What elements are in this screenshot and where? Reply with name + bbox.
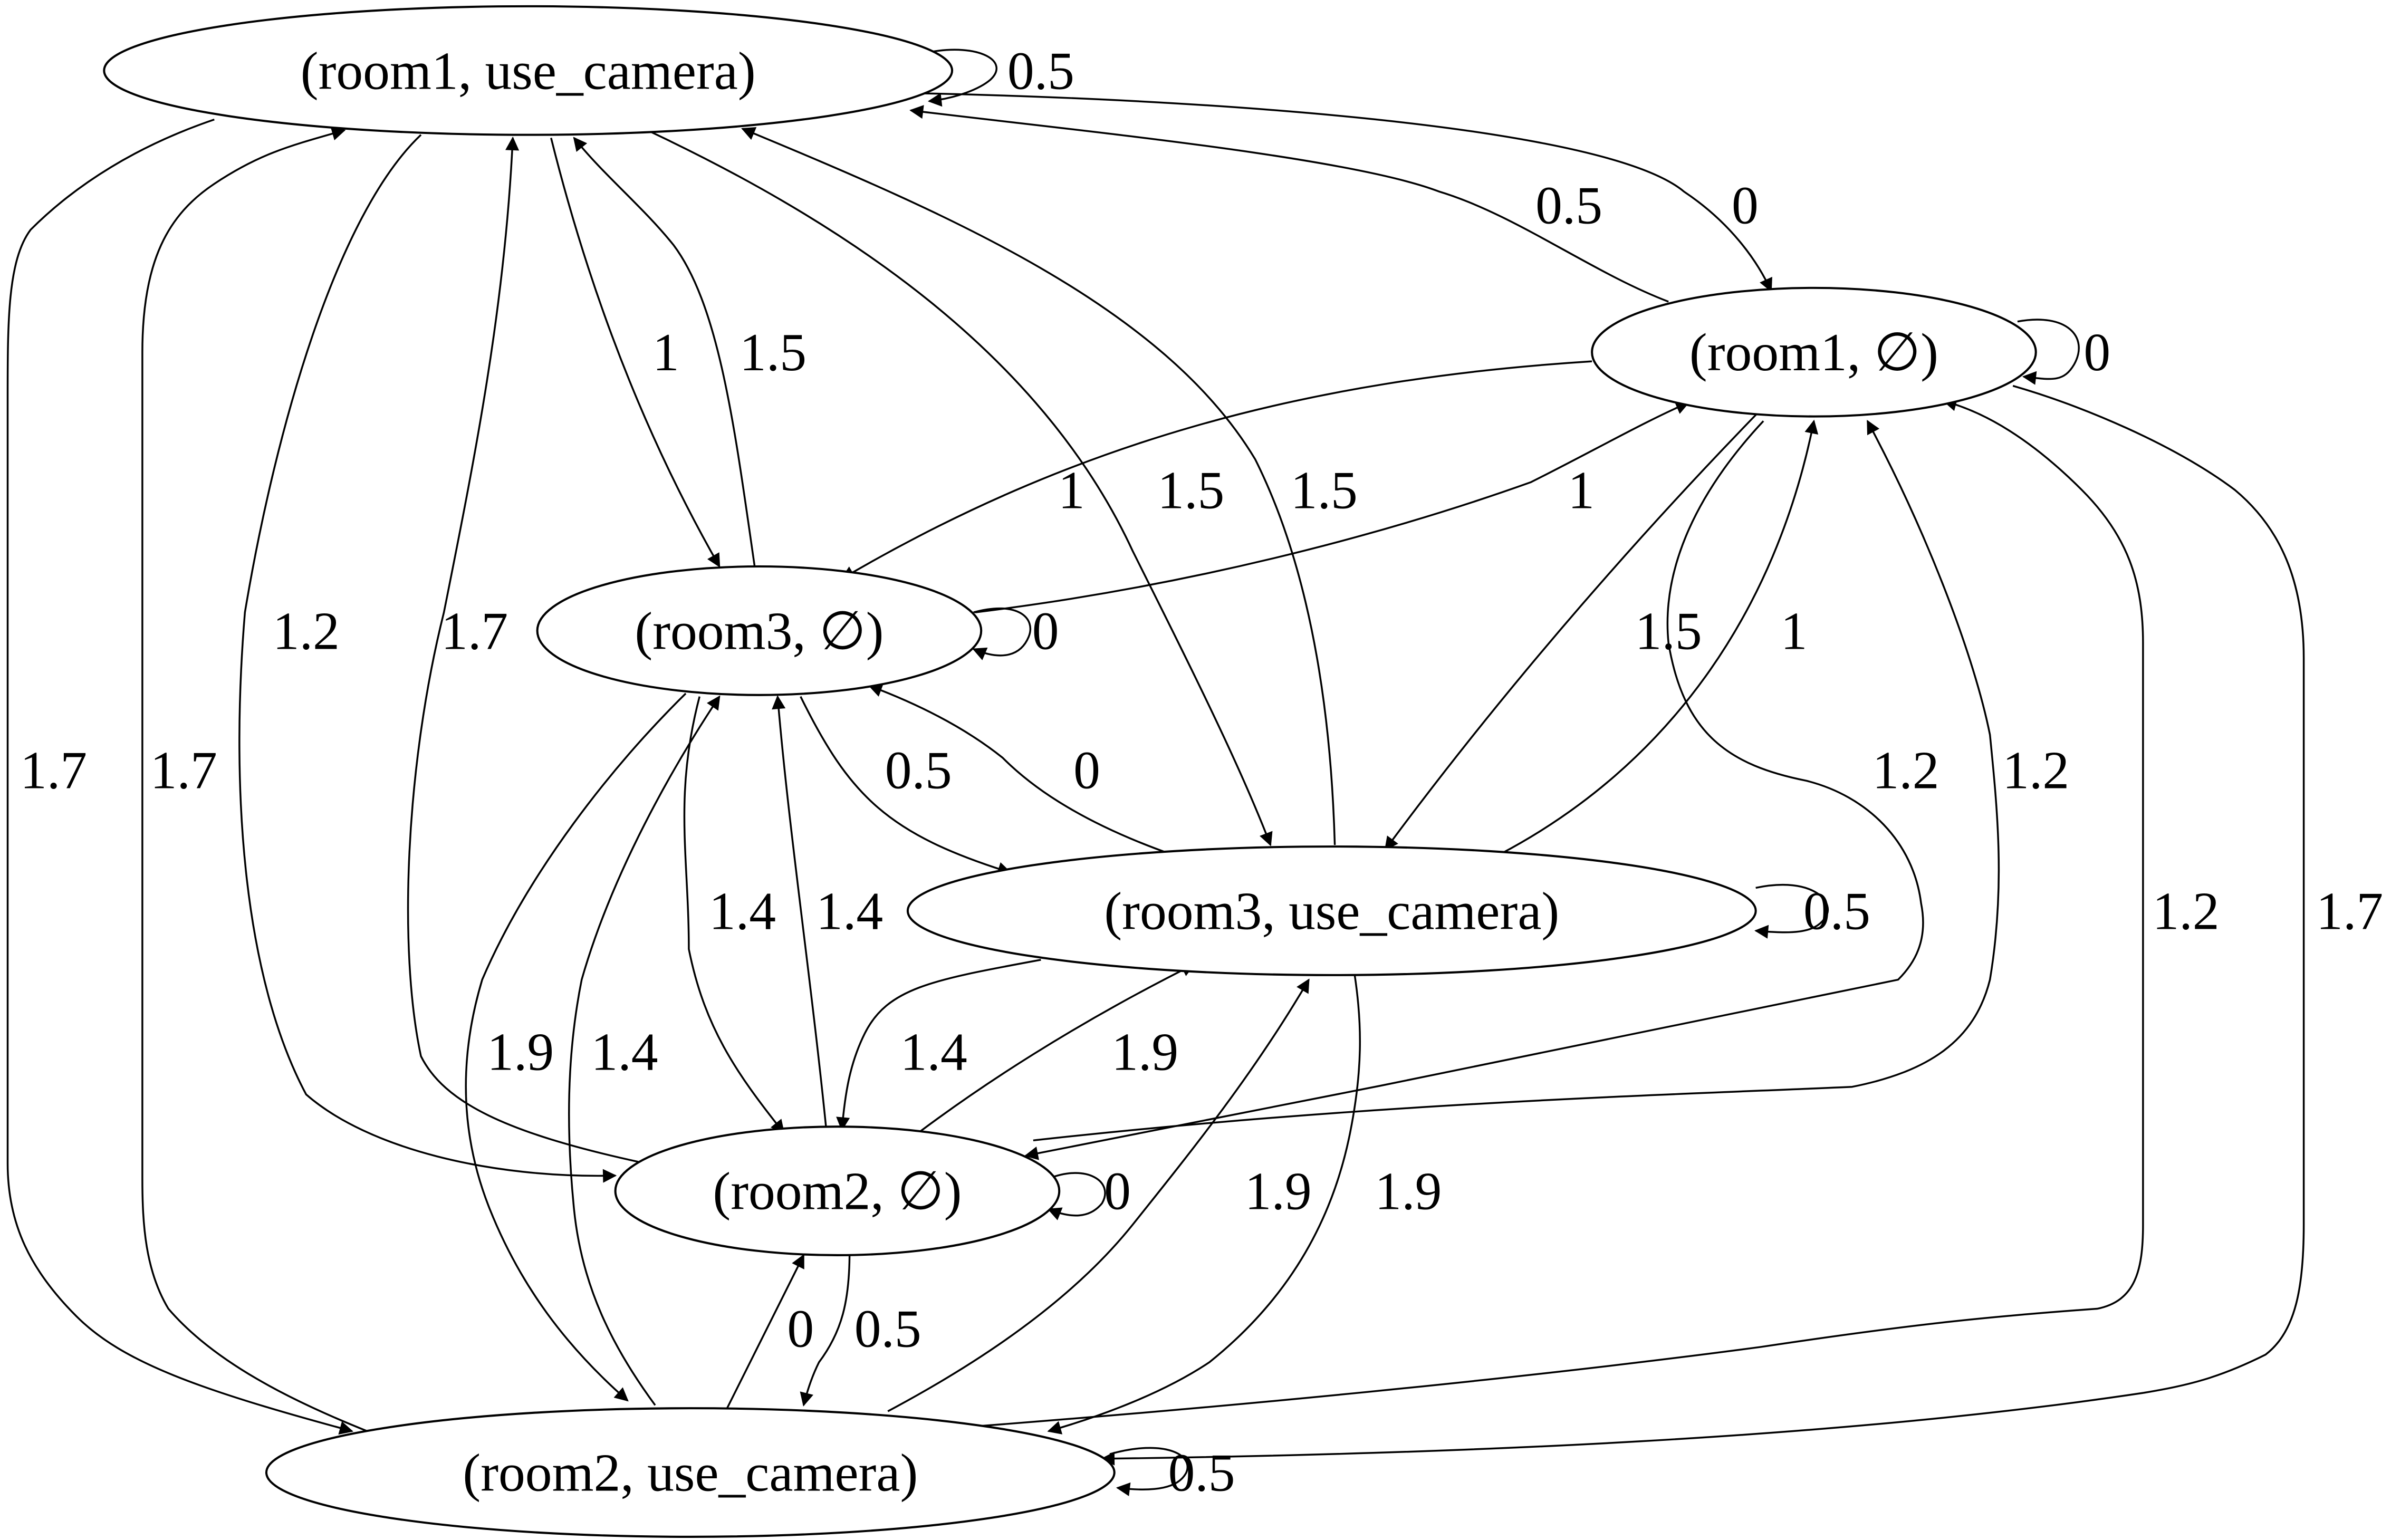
edge-weight-label: 1.7	[2316, 881, 2383, 940]
node-ellipse	[614, 1125, 1061, 1256]
edge-r3c-to-r1e	[1500, 419, 1819, 855]
edge-r2e-to-r1c	[407, 136, 639, 1163]
edge-weight-label: 0	[2083, 322, 2110, 382]
edge-weight-label: 0	[1073, 740, 1100, 800]
edge-weight-label: 0	[1032, 601, 1059, 660]
edge-r3c-to-r3c	[1754, 884, 1829, 939]
edge-r1e-to-r3e	[840, 360, 1592, 580]
node-label: (room2, use_camera)	[463, 1443, 918, 1503]
edge-weight-label: 1.4	[709, 881, 776, 940]
edges	[6, 49, 2305, 1496]
edge-r1c-to-r2c	[6, 118, 353, 1435]
edge-r3e-to-r1e	[975, 401, 1690, 613]
node-label: (room3, use_camera)	[1104, 881, 1559, 940]
edge-weight-label: 1.4	[816, 881, 883, 940]
edge-r2c-to-r3e	[568, 695, 721, 1406]
edge-weight-label: 1	[1058, 460, 1085, 519]
edge-r2c-to-r2c	[1109, 1447, 1188, 1496]
edge-r3e-to-r2c	[465, 692, 687, 1402]
edge-r1c-to-r1c	[927, 49, 997, 107]
edge-weight-label: 0.5	[1168, 1443, 1235, 1503]
edge-r2c-to-r1e	[910, 398, 2144, 1432]
edge-weight-label: 1	[652, 322, 679, 382]
edge-r2c-to-r3c	[887, 978, 1310, 1412]
nodes: (room1, use_camera) (room1, ∅) (room3, ∅) (…	[103, 5, 2037, 1538]
edge-r3c-to-r3e	[868, 684, 1172, 855]
edge-weight-label: 1.5	[1635, 601, 1702, 660]
node-ellipse	[906, 845, 1757, 976]
edge-weight-label: 1.9	[1375, 1161, 1442, 1221]
edge-r3c-to-r2c	[1047, 975, 1361, 1435]
edge-r2e-to-r3c	[918, 964, 1195, 1134]
edge-weight-label: 1.9	[487, 1022, 554, 1081]
edge-weight-label: 1.4	[900, 1022, 967, 1081]
node-r3e: (room3, ∅)	[536, 565, 983, 696]
edge-weight-label: 0	[1732, 176, 1759, 235]
edge-r2e-to-r1e	[1033, 420, 2000, 1142]
node-label: (room3, ∅)	[635, 601, 884, 660]
edge-r1e-to-r2c	[1100, 384, 2305, 1466]
edge-r1c-to-r3e	[550, 138, 721, 568]
edge-r1e-to-r2e	[1024, 420, 1924, 1160]
edge-r3c-to-r2e	[836, 959, 1041, 1131]
edge-weight-label: 0.5	[854, 1299, 921, 1359]
node-r1c: (room1, use_camera)	[103, 5, 954, 136]
edge-weight-label: 1.7	[20, 740, 87, 800]
edge-labels: 0.5 0 0.5 0 1 1.5 1 1 0 1.5 1.5 1.5 1 0.5 0.5 0 1.2 1.7 1.…	[20, 41, 2383, 1502]
edge-weight-label: 1.2	[2002, 740, 2069, 800]
node-r2e: (room2, ∅)	[614, 1125, 1061, 1256]
node-ellipse	[1591, 286, 2037, 418]
edge-r2c-to-r1c	[141, 127, 368, 1432]
edge-weight-label: 1.2	[273, 601, 340, 660]
edge-r1e-to-r3c	[1384, 412, 1758, 851]
edge-r1c-to-r1e	[796, 91, 1772, 293]
edge-weight-label: 0.5	[1535, 176, 1602, 235]
edge-r1c-to-r2e	[238, 134, 617, 1183]
edge-weight-label: 1	[1568, 460, 1595, 519]
edge-weight-label: 1.5	[1157, 460, 1224, 519]
edge-weight-label: 1.5	[1291, 460, 1358, 519]
edge-weight-label: 1.9	[1111, 1022, 1178, 1081]
edge-r1c-to-r3c	[650, 131, 1273, 846]
edge-weight-label: 0	[787, 1299, 814, 1359]
edge-weight-label: 1.7	[150, 740, 217, 800]
edge-r2c-to-r2e	[726, 1254, 805, 1409]
edge-r1e-to-r1e	[2017, 319, 2080, 385]
edge-weight-label: 1.2	[2153, 881, 2220, 940]
edge-r2e-to-r2c	[800, 1252, 851, 1407]
edge-r3c-to-r1c	[741, 127, 1336, 845]
edge-weight-label: 0	[1104, 1161, 1131, 1221]
edge-r3e-to-r3e	[972, 607, 1032, 660]
edge-r3e-to-r1c	[573, 137, 756, 567]
node-r2c: (room2, use_camera)	[265, 1407, 1116, 1538]
edge-r2e-to-r3e	[772, 695, 828, 1133]
edge-r3e-to-r2e	[683, 696, 785, 1134]
edge-r2e-to-r2e	[1047, 1172, 1106, 1220]
edge-weight-label: 1.4	[591, 1022, 658, 1081]
edge-weight-label: 0.5	[1803, 881, 1870, 940]
node-ellipse	[103, 5, 954, 136]
node-ellipse	[265, 1407, 1116, 1538]
node-label: (room1, ∅)	[1689, 322, 1938, 382]
edge-r3e-to-r3c	[800, 696, 1012, 875]
edge-weight-label: 1	[1781, 601, 1808, 660]
edge-weight-label: 1.7	[441, 601, 508, 660]
node-ellipse	[536, 565, 983, 696]
edge-weight-label: 1.5	[740, 322, 806, 382]
edge-weight-label: 0.5	[1007, 41, 1074, 100]
edge-weight-label: 1.2	[1873, 740, 1939, 800]
node-label: (room1, use_camera)	[301, 41, 756, 100]
node-r3c: (room3, use_camera)	[906, 845, 1757, 976]
edge-r1e-to-r1c	[909, 105, 1669, 303]
edge-weight-label: 1.9	[1245, 1161, 1312, 1221]
edge-weight-label: 0.5	[885, 740, 952, 800]
node-r1e: (room1, ∅)	[1591, 286, 2037, 418]
node-label: (room2, ∅)	[713, 1161, 962, 1221]
